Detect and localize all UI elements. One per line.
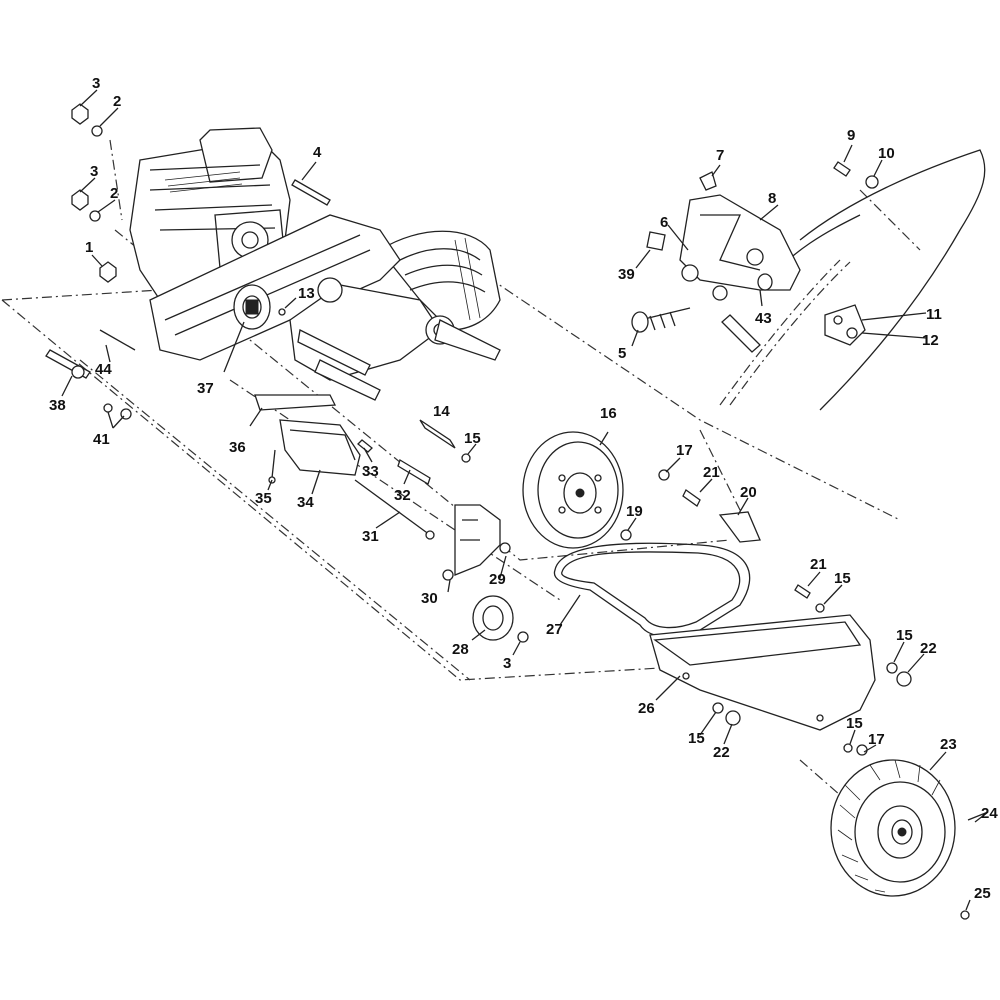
label-21: 21	[703, 464, 720, 481]
engine-pulley	[233, 284, 271, 330]
label-28: 28	[452, 641, 469, 658]
large-pulley	[522, 431, 624, 549]
label-37: 37	[197, 380, 214, 397]
label-15: 15	[464, 430, 481, 447]
label-15: 15	[896, 627, 913, 644]
label-19: 19	[626, 503, 643, 520]
idler-bracket	[442, 504, 529, 643]
bracket-and-spacers	[682, 489, 811, 599]
shaft-and-bolts	[354, 419, 456, 540]
label-7: 7	[716, 147, 724, 164]
label-1: 1	[85, 239, 93, 256]
label-2: 2	[113, 93, 121, 110]
label-24: 24	[981, 805, 998, 822]
label-31: 31	[362, 528, 379, 545]
label-34: 34	[297, 494, 314, 511]
label-38: 38	[49, 397, 66, 414]
label-26: 26	[638, 700, 655, 717]
part-labels: 3 2 3 2 1 4 13 37 44 38 41 36 35 34 33 3…	[49, 75, 998, 902]
label-11: 11	[926, 306, 942, 323]
drive-belt	[553, 542, 751, 638]
belt-guard-bracket	[254, 394, 361, 484]
label-15: 15	[834, 570, 851, 587]
label-10: 10	[878, 145, 895, 162]
transmission-housing	[149, 214, 501, 401]
label-12: 12	[922, 332, 939, 349]
label-17: 17	[676, 442, 693, 459]
label-3: 3	[503, 655, 511, 672]
label-44: 44	[95, 361, 112, 378]
label-27: 27	[546, 621, 563, 638]
label-32: 32	[394, 487, 411, 504]
label-17: 17	[868, 731, 885, 748]
label-16: 16	[600, 405, 617, 422]
label-2: 2	[110, 185, 118, 202]
label-15: 15	[688, 730, 705, 747]
label-3: 3	[92, 75, 100, 92]
label-33: 33	[362, 463, 379, 480]
label-14: 14	[433, 403, 450, 420]
label-9: 9	[847, 127, 855, 144]
label-25: 25	[974, 885, 991, 902]
label-20: 20	[740, 484, 757, 501]
belt-cover	[649, 614, 876, 731]
label-22: 22	[713, 744, 730, 761]
label-8: 8	[768, 190, 776, 207]
label-6: 6	[660, 214, 668, 231]
label-3: 3	[90, 163, 98, 180]
wheel-tire	[830, 759, 989, 920]
label-43: 43	[755, 310, 772, 327]
leader-lines	[61, 89, 989, 911]
label-23: 23	[940, 736, 957, 753]
label-13: 13	[298, 285, 315, 302]
left-hardware	[45, 103, 331, 420]
label-36: 36	[229, 439, 246, 456]
label-39: 39	[618, 266, 635, 283]
label-30: 30	[421, 590, 438, 607]
label-15: 15	[846, 715, 863, 732]
label-5: 5	[618, 345, 626, 362]
handle-inset	[631, 149, 986, 411]
label-41: 41	[93, 431, 110, 448]
label-29: 29	[489, 571, 506, 588]
label-35: 35	[255, 490, 272, 507]
right-hardware	[461, 453, 912, 756]
label-4: 4	[313, 144, 322, 161]
tine-shield	[379, 230, 501, 331]
label-22: 22	[920, 640, 937, 657]
label-21: 21	[810, 556, 827, 573]
